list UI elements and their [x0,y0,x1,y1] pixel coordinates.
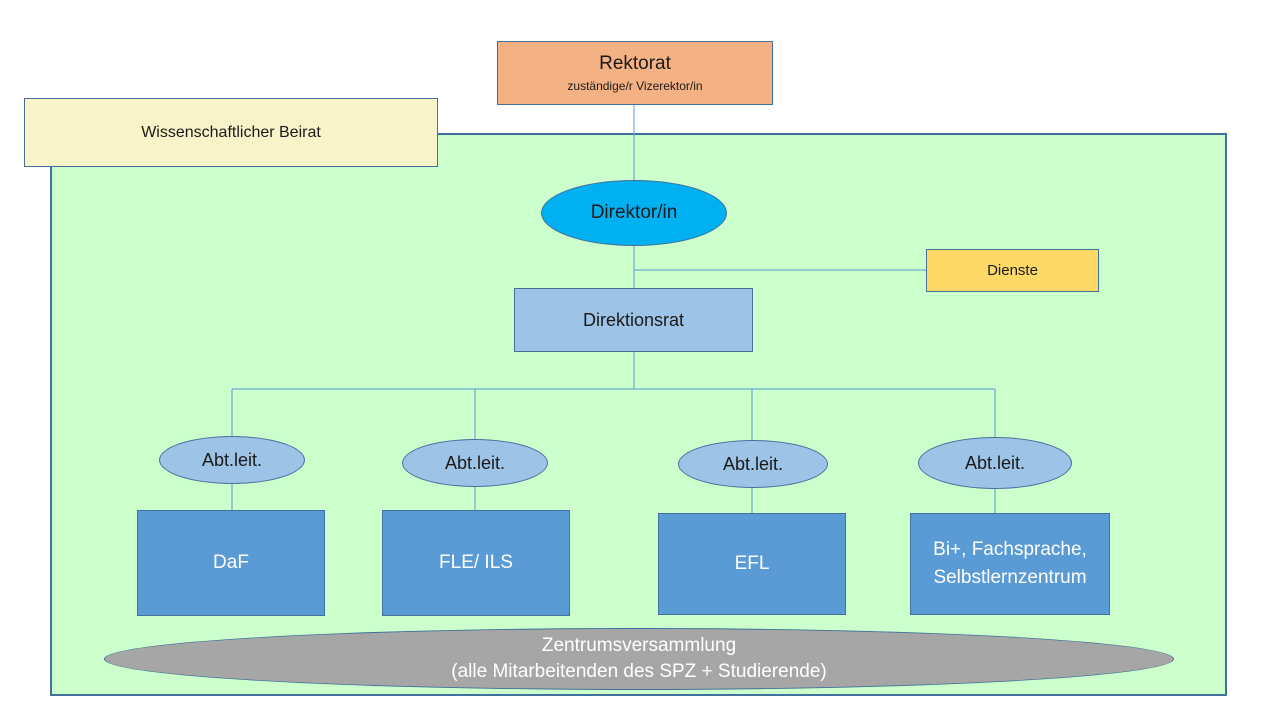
zentrumsversammlung-title: Zentrumsversammlung [541,635,737,656]
abt-leitung-label: Abt.leit. [722,453,784,474]
rektorat-box: Rektorat zuständige/r Vizerektor/in [497,41,773,105]
dept-label: EFL [734,553,770,574]
direktor-label: Direktor/in [590,202,678,223]
dept-daf-box: DaF [137,510,325,616]
beirat-box: Wissenschaftlicher Beirat [24,98,438,167]
dept-label: FLE/ ILS [439,552,513,573]
rektorat-title: Rektorat [599,53,671,74]
abt-leitung-label: Abt.leit. [201,449,263,470]
abt-leitung-2: Abt.leit. [402,439,548,487]
dept-label: DaF [213,552,249,573]
beirat-label: Wissenschaftlicher Beirat [141,123,321,141]
abt-leitung-3: Abt.leit. [678,440,828,488]
abt-leitung-4: Abt.leit. [918,437,1072,489]
direktionsrat-label: Direktionsrat [582,309,685,330]
direktionsrat-box: Direktionsrat [514,288,753,352]
zentrumsversammlung-subtitle: (alle Mitarbeitenden des SPZ + Studieren… [451,661,827,682]
dept-fle-ils-box: FLE/ ILS [382,510,570,616]
abt-leitung-1: Abt.leit. [159,436,305,484]
dept-label-line2: Selbstlernzentrum [933,567,1087,588]
dienste-label: Dienste [987,262,1038,279]
direktor-ellipse: Direktor/in [541,180,727,246]
rektorat-subtitle: zuständige/r Vizerektor/in [567,79,703,93]
abt-leitung-label: Abt.leit. [444,452,506,473]
dept-label-line1: Bi+, Fachsprache, [933,539,1087,560]
abt-leitung-label: Abt.leit. [964,452,1026,473]
dept-bi-fachsprache-box: Bi+, Fachsprache, Selbstlernzentrum [910,513,1110,615]
zentrumsversammlung-ellipse: Zentrumsversammlung (alle Mitarbeitenden… [104,628,1174,690]
dept-efl-box: EFL [658,513,846,615]
dienste-box: Dienste [926,249,1099,292]
